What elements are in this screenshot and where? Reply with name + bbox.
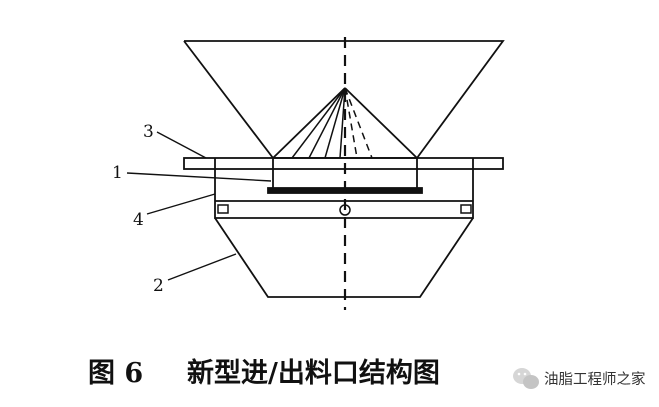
feed-hopper: [183, 40, 505, 159]
label-part-2: 2: [153, 276, 164, 296]
watermark: 油脂工程师之家: [513, 368, 646, 389]
figure-number: 图 6: [88, 358, 143, 389]
label-part-4: 4: [133, 210, 144, 230]
label-part-1: 1: [112, 163, 123, 183]
figure-title: 新型进/出料口结构图: [187, 357, 440, 389]
label-part-3: 3: [143, 122, 154, 142]
distributor-cone: [272, 87, 418, 159]
cone-ribs: [291, 87, 373, 159]
flange-plate: [183, 157, 504, 170]
watermark-text: 油脂工程师之家: [544, 371, 646, 388]
wechat-icon: [513, 368, 539, 389]
leader-lines: [126, 131, 272, 281]
